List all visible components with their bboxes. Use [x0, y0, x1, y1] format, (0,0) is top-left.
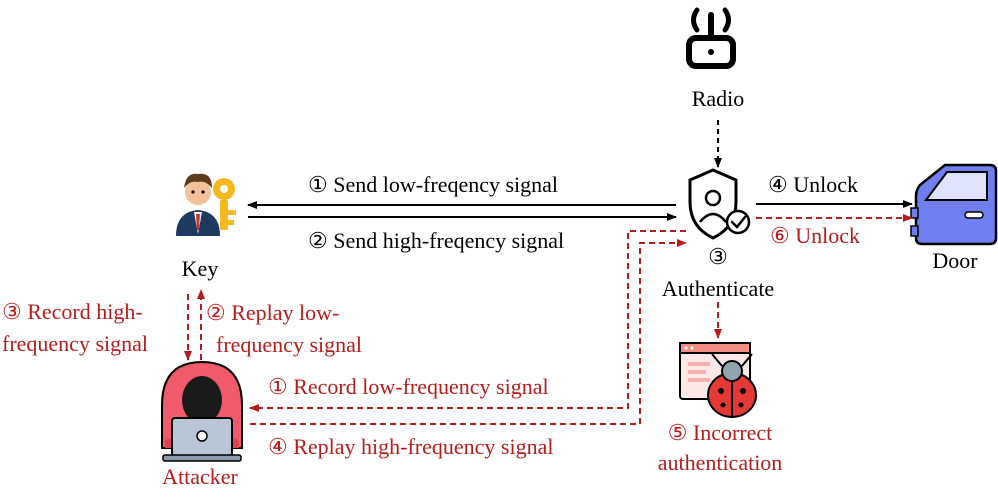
arrow-record-low: [249, 230, 686, 412]
radio-label: Radio: [691, 86, 745, 111]
replay-high-label: ④ Replay high-frequency signal: [268, 434, 554, 459]
send-high-label: ② Send high-freqency signal: [308, 228, 565, 253]
key-person-icon: [176, 173, 236, 236]
authenticate-step: ③: [708, 244, 728, 269]
car-door-icon: [910, 163, 998, 246]
key-label: Key: [181, 256, 219, 281]
record-low-label: ① Record low-frequency signal: [268, 374, 549, 399]
record-high-line-1: ③ Record high-: [2, 299, 143, 324]
replay-low-line-1: ② Replay low-: [206, 300, 340, 325]
authenticate-shield-icon: [688, 168, 751, 240]
door-label: Door: [932, 248, 978, 273]
authenticate-label: Authenticate: [661, 276, 775, 301]
radio-icon: [686, 7, 736, 69]
incorrect-auth-line-1: ⑤ Incorrect: [667, 420, 773, 445]
unlock-label: ④ Unlock: [768, 172, 858, 197]
send-low-label: ① Send low-freqency signal: [308, 172, 559, 197]
replay-low-line-2: frequency signal: [216, 332, 362, 357]
attacker-label: Attacker: [162, 464, 238, 489]
record-high-line-2: frequency signal: [2, 331, 148, 356]
arrow-replay-high: [250, 239, 687, 425]
bug-alert-icon: [679, 342, 757, 418]
incorrect-auth-line-2: authentication: [657, 450, 783, 475]
attacker-hacker-icon: [161, 360, 243, 462]
attack-unlock-label: ⑥ Unlock: [770, 223, 860, 248]
